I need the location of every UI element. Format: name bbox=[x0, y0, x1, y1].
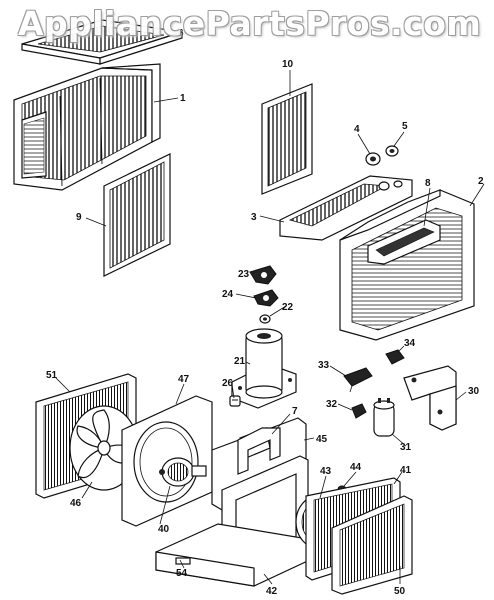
part-1-front-panel bbox=[13, 63, 161, 191]
callout-3: 3 bbox=[251, 212, 257, 223]
part-10-filter bbox=[261, 83, 313, 195]
callout-43: 43 bbox=[320, 466, 332, 477]
callout-23: 23 bbox=[238, 269, 250, 280]
callout-40: 40 bbox=[158, 524, 170, 535]
callout-26: 26 bbox=[222, 378, 234, 389]
part-26-fitting bbox=[229, 395, 241, 407]
callout-2: 2 bbox=[478, 176, 484, 187]
callout-9: 9 bbox=[76, 212, 82, 223]
callout-47: 47 bbox=[178, 374, 190, 385]
part-9-filter bbox=[103, 153, 171, 277]
part-3-control-panel bbox=[279, 175, 413, 241]
callout-46: 46 bbox=[70, 498, 82, 509]
callout-50: 50 bbox=[394, 586, 406, 597]
callout-34: 34 bbox=[404, 338, 416, 349]
callout-32: 32 bbox=[326, 399, 338, 410]
callout-7: 7 bbox=[292, 406, 298, 417]
leader-lines bbox=[55, 31, 485, 585]
part-34-overload bbox=[385, 349, 405, 365]
callout-labels: 6 1 2 3 4 5 7 8 9 10 21 22 23 24 26 30 3… bbox=[46, 28, 484, 597]
part-30-control-box bbox=[403, 365, 457, 431]
callout-30: 30 bbox=[468, 386, 480, 397]
callout-1: 1 bbox=[180, 93, 186, 104]
callout-51: 51 bbox=[46, 370, 58, 381]
part-7-handle bbox=[237, 427, 281, 475]
part-22-grommet bbox=[259, 314, 271, 324]
callout-6: 6 bbox=[178, 28, 184, 39]
callout-44: 44 bbox=[350, 462, 362, 473]
callout-54: 54 bbox=[176, 568, 188, 579]
part-21-compressor bbox=[231, 328, 297, 409]
callout-45: 45 bbox=[316, 434, 328, 445]
part-24-bracket bbox=[253, 289, 279, 307]
part-5-knob bbox=[385, 145, 399, 157]
part-4-knob bbox=[365, 152, 381, 166]
callout-10: 10 bbox=[282, 59, 294, 70]
part-50-coil bbox=[331, 495, 413, 595]
part-8-baffle bbox=[367, 219, 441, 265]
part-46-fan-blade bbox=[69, 405, 139, 491]
callout-4: 4 bbox=[354, 124, 360, 135]
part-6-top-grille bbox=[21, 19, 183, 65]
callout-8: 8 bbox=[425, 178, 431, 189]
part-33-relay bbox=[343, 367, 373, 393]
part-32-clip bbox=[351, 403, 367, 419]
callout-42: 42 bbox=[266, 586, 278, 597]
part-23-bracket bbox=[249, 265, 277, 285]
callout-21: 21 bbox=[234, 356, 246, 367]
callout-33: 33 bbox=[318, 360, 330, 371]
callout-31: 31 bbox=[400, 442, 412, 453]
part-31-capacitor bbox=[373, 398, 395, 437]
part-40-fan-motor bbox=[159, 457, 207, 487]
callout-24: 24 bbox=[222, 289, 234, 300]
callout-22: 22 bbox=[282, 302, 294, 313]
callout-5: 5 bbox=[402, 121, 408, 132]
callout-41: 41 bbox=[400, 465, 412, 476]
